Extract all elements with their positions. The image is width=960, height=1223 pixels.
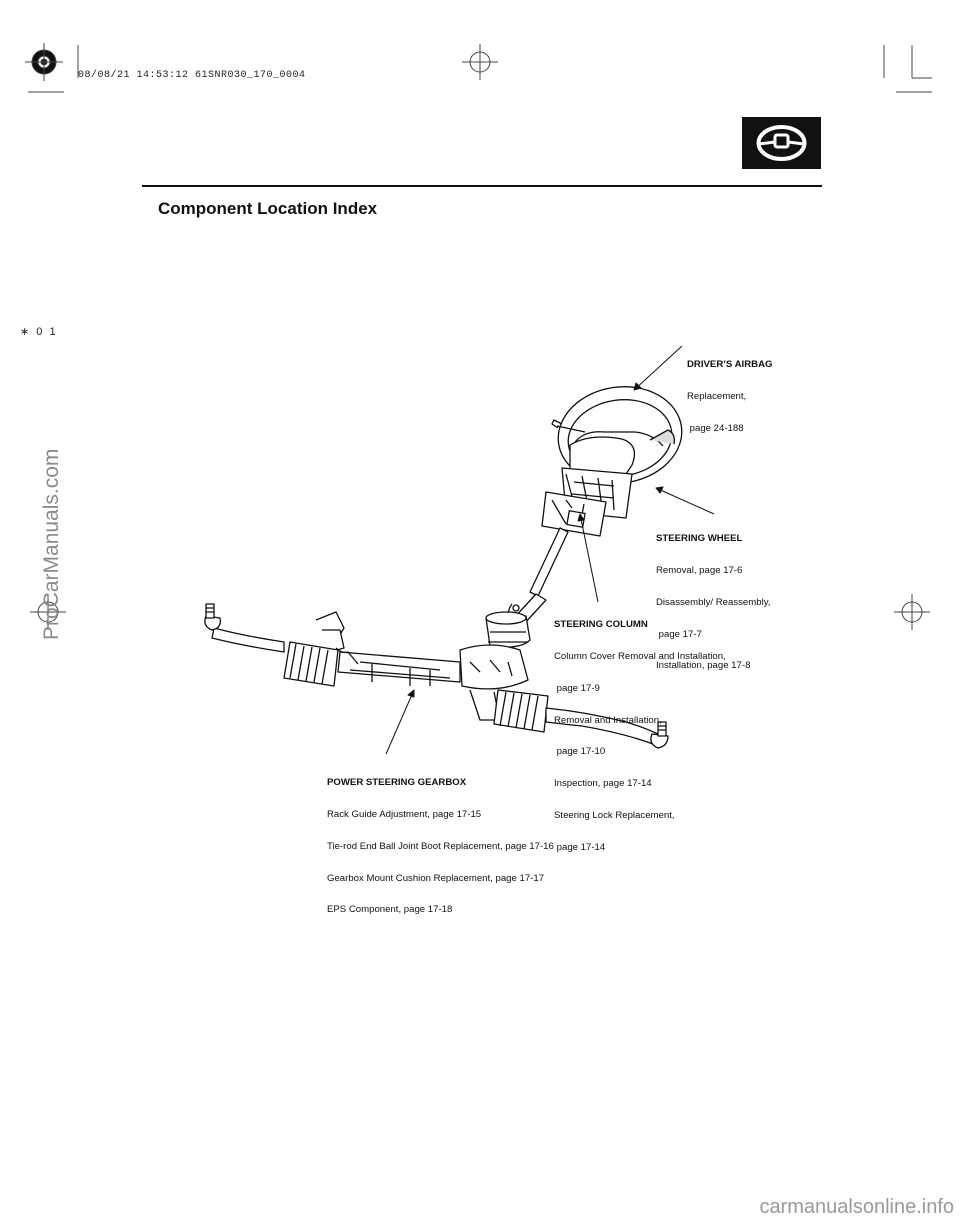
callout-line: page 17-9 [554, 682, 600, 694]
registration-crosshair-top [462, 44, 498, 80]
print-stamp: 08/08/21 14:53:12 61SNR030_170_0004 [78, 70, 306, 81]
callout-title: STEERING WHEEL [656, 533, 743, 545]
left-tie-rod-drawing [204, 603, 339, 687]
callout-line: page 24-188 [687, 422, 744, 434]
leader-lines [385, 345, 715, 755]
callout-line: page 17-7 [656, 628, 702, 640]
registration-marks [25, 43, 932, 630]
margin-mark: ∗ 0 1 [20, 326, 58, 338]
steering-assembly-illustration [204, 345, 715, 755]
right-tie-rod-drawing [493, 689, 669, 749]
registration-crosshair-left [30, 594, 66, 630]
callout-steering-wheel: STEERING WHEEL Removal, page 17-6 Disass… [656, 513, 770, 683]
footer-watermark[interactable]: carmanualsonline.info [759, 1196, 954, 1218]
callout-line: Installation, page 17-8 [656, 660, 751, 672]
callout-line: page 17-10 [554, 746, 606, 758]
callout-line: Tie-rod End Ball Joint Boot Replacement,… [327, 840, 554, 852]
callout-line: EPS Component, page 17-18 [327, 904, 453, 916]
section-badge [742, 117, 821, 169]
callout-title: DRIVER’S AIRBAG [687, 359, 773, 371]
eps-unit-drawing [459, 611, 531, 721]
callout-line: Rack Guide Adjustment, page 17-15 [327, 808, 482, 820]
callout-power-steering-gearbox: POWER STEERING GEARBOX Rack Guide Adjust… [327, 757, 554, 927]
callout-drivers-airbag: DRIVER’S AIRBAG Replacement, page 24-188 [687, 339, 772, 445]
registration-crosshair-right [894, 594, 930, 630]
callout-title: POWER STEERING GEARBOX [327, 777, 467, 789]
steering-wheel-icon [756, 125, 807, 161]
callout-line: Removal, page 17-6 [656, 564, 743, 576]
callout-line: Inspection, page 17-14 [554, 778, 652, 790]
callout-line: Steering Lock Replacement, [554, 809, 675, 821]
callout-line: page 17-14 [554, 841, 606, 853]
callout-line: Gearbox Mount Cushion Replacement, page … [327, 872, 545, 884]
registration-target-top-left [25, 43, 63, 81]
callout-title: STEERING COLUMN [554, 619, 648, 631]
callout-line: Replacement, [687, 390, 747, 402]
column-head-drawing [541, 436, 636, 537]
side-watermark[interactable]: ProCarManuals.com [40, 448, 63, 640]
callout-line: Removal and Installation, [554, 714, 662, 726]
page-title: Component Location Index [158, 199, 378, 218]
header-rule [142, 185, 822, 187]
callout-steering-column: STEERING COLUMN Column Cover Removal and… [554, 599, 726, 864]
callout-line: Column Cover Removal and Installation, [554, 650, 726, 662]
rack-housing-drawing [315, 611, 461, 686]
callout-line: Disassembly/ Reassembly, [656, 596, 771, 608]
